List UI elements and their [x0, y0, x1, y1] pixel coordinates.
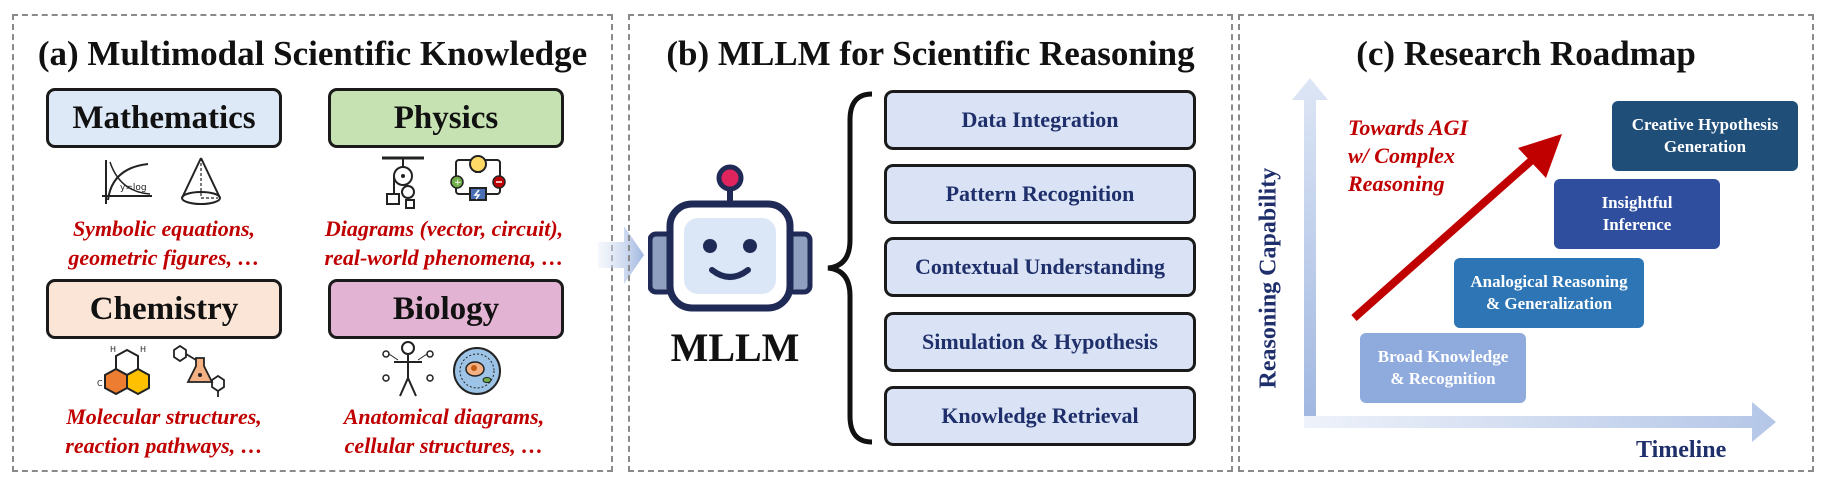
subject-mathematics: Mathematics [46, 88, 282, 148]
panel-multimodal-knowledge: (a) Multimodal Scientific Knowledge [12, 14, 613, 472]
svg-text:+: + [454, 178, 462, 188]
panel-a-title: (a) Multimodal Scientific Knowledge [37, 34, 588, 73]
roadmap-axes [1292, 78, 1776, 442]
function-graph-icon: y=log [102, 160, 152, 204]
flow-arrow-icon [598, 226, 644, 284]
panel-c-title: (c) Research Roadmap [1356, 34, 1696, 73]
trend-arrow-icon [1351, 134, 1562, 321]
capability-pattern-recognition: Pattern Recognition [884, 164, 1196, 224]
mathematics-desc-line-2: geometric figures, … [68, 245, 260, 270]
physics-desc-line-2: real-world phenomena, … [324, 245, 564, 270]
svg-text:C: C [97, 379, 103, 388]
step-creative-hypothesis: Creative Hypothesis Generation [1612, 101, 1798, 171]
panel-mllm-reasoning: (b) MLLM for Scientific Reasoning [628, 14, 1233, 472]
svg-text:H: H [140, 345, 146, 354]
subject-chemistry: Chemistry [46, 279, 282, 339]
trend-line-3: Reasoning [1348, 171, 1445, 196]
x-axis-label: Timeline [1636, 437, 1727, 463]
panel-b-title: (b) MLLM for Scientific Reasoning [666, 34, 1195, 73]
mathematics-description: Symbolic equations, geometric figures, … [14, 214, 314, 272]
function-graph-label: y=log [120, 183, 147, 193]
physics-desc-line-1: Diagrams (vector, circuit), [324, 216, 564, 241]
trend-line-1: Towards AGI [1348, 115, 1469, 140]
human-anatomy-icon [382, 341, 434, 397]
cell-icon [453, 347, 501, 395]
step-2-line-1: Analogical Reasoning [1470, 272, 1628, 291]
step-2-line-2: & Generalization [1485, 294, 1613, 313]
chemistry-desc-line-2: reaction pathways, … [65, 433, 263, 458]
subject-mathematics-label: Mathematics [72, 99, 256, 136]
capability-knowledge-retrieval: Knowledge Retrieval [884, 386, 1196, 446]
chemistry-description: Molecular structures, reaction pathways,… [14, 402, 314, 460]
step-insightful-inference: Insightful Inference [1554, 179, 1720, 249]
capability-simulation-hypothesis: Simulation & Hypothesis [884, 312, 1196, 372]
subject-biology-label: Biology [392, 290, 500, 327]
subject-chemistry-label: Chemistry [89, 290, 239, 327]
step-1-line-1: Broad Knowledge [1377, 347, 1509, 366]
reaction-flask-icon [173, 344, 225, 397]
biology-description: Anatomical diagrams, cellular structures… [294, 402, 594, 460]
trend-annotation: Towards AGI w/ Complex Reasoning [1348, 114, 1468, 198]
step-analogical-reasoning: Analogical Reasoning & Generalization [1454, 258, 1644, 328]
mllm-label: MLLM [670, 325, 800, 370]
y-axis-label: Reasoning Capability [1255, 167, 1282, 389]
pulley-icon [382, 156, 424, 209]
step-4-line-1: Creative Hypothesis [1631, 115, 1779, 134]
step-broad-knowledge: Broad Knowledge & Recognition [1360, 333, 1526, 403]
capability-data-integration: Data Integration [884, 90, 1196, 150]
robot-icon [648, 164, 813, 312]
subject-physics: Physics [328, 88, 564, 148]
panel-research-roadmap: (c) Research Roadmap [1238, 14, 1814, 472]
subject-biology: Biology [328, 279, 564, 339]
circuit-bulb-icon: + [450, 155, 506, 201]
step-3-line-1: Insightful [1601, 193, 1673, 212]
chemistry-desc-line-1: Molecular structures, [66, 404, 262, 429]
step-1-line-2: & Recognition [1390, 369, 1496, 388]
curly-brace-icon [827, 91, 873, 445]
step-3-line-2: Inference [1602, 215, 1672, 234]
svg-text:H: H [110, 345, 116, 354]
cone-icon [181, 157, 221, 205]
physics-description: Diagrams (vector, circuit), real-world p… [294, 214, 594, 272]
subject-physics-label: Physics [393, 99, 499, 136]
mathematics-desc-line-1: Symbolic equations, [72, 216, 256, 241]
trend-line-2: w/ Complex [1348, 143, 1455, 168]
capability-contextual-understanding: Contextual Understanding [884, 237, 1196, 297]
step-4-line-2: Generation [1663, 137, 1747, 156]
biology-desc-line-2: cellular structures, … [344, 433, 544, 458]
molecule-hexagon-icon: H H C [97, 345, 150, 396]
biology-desc-line-1: Anatomical diagrams, [343, 404, 545, 429]
